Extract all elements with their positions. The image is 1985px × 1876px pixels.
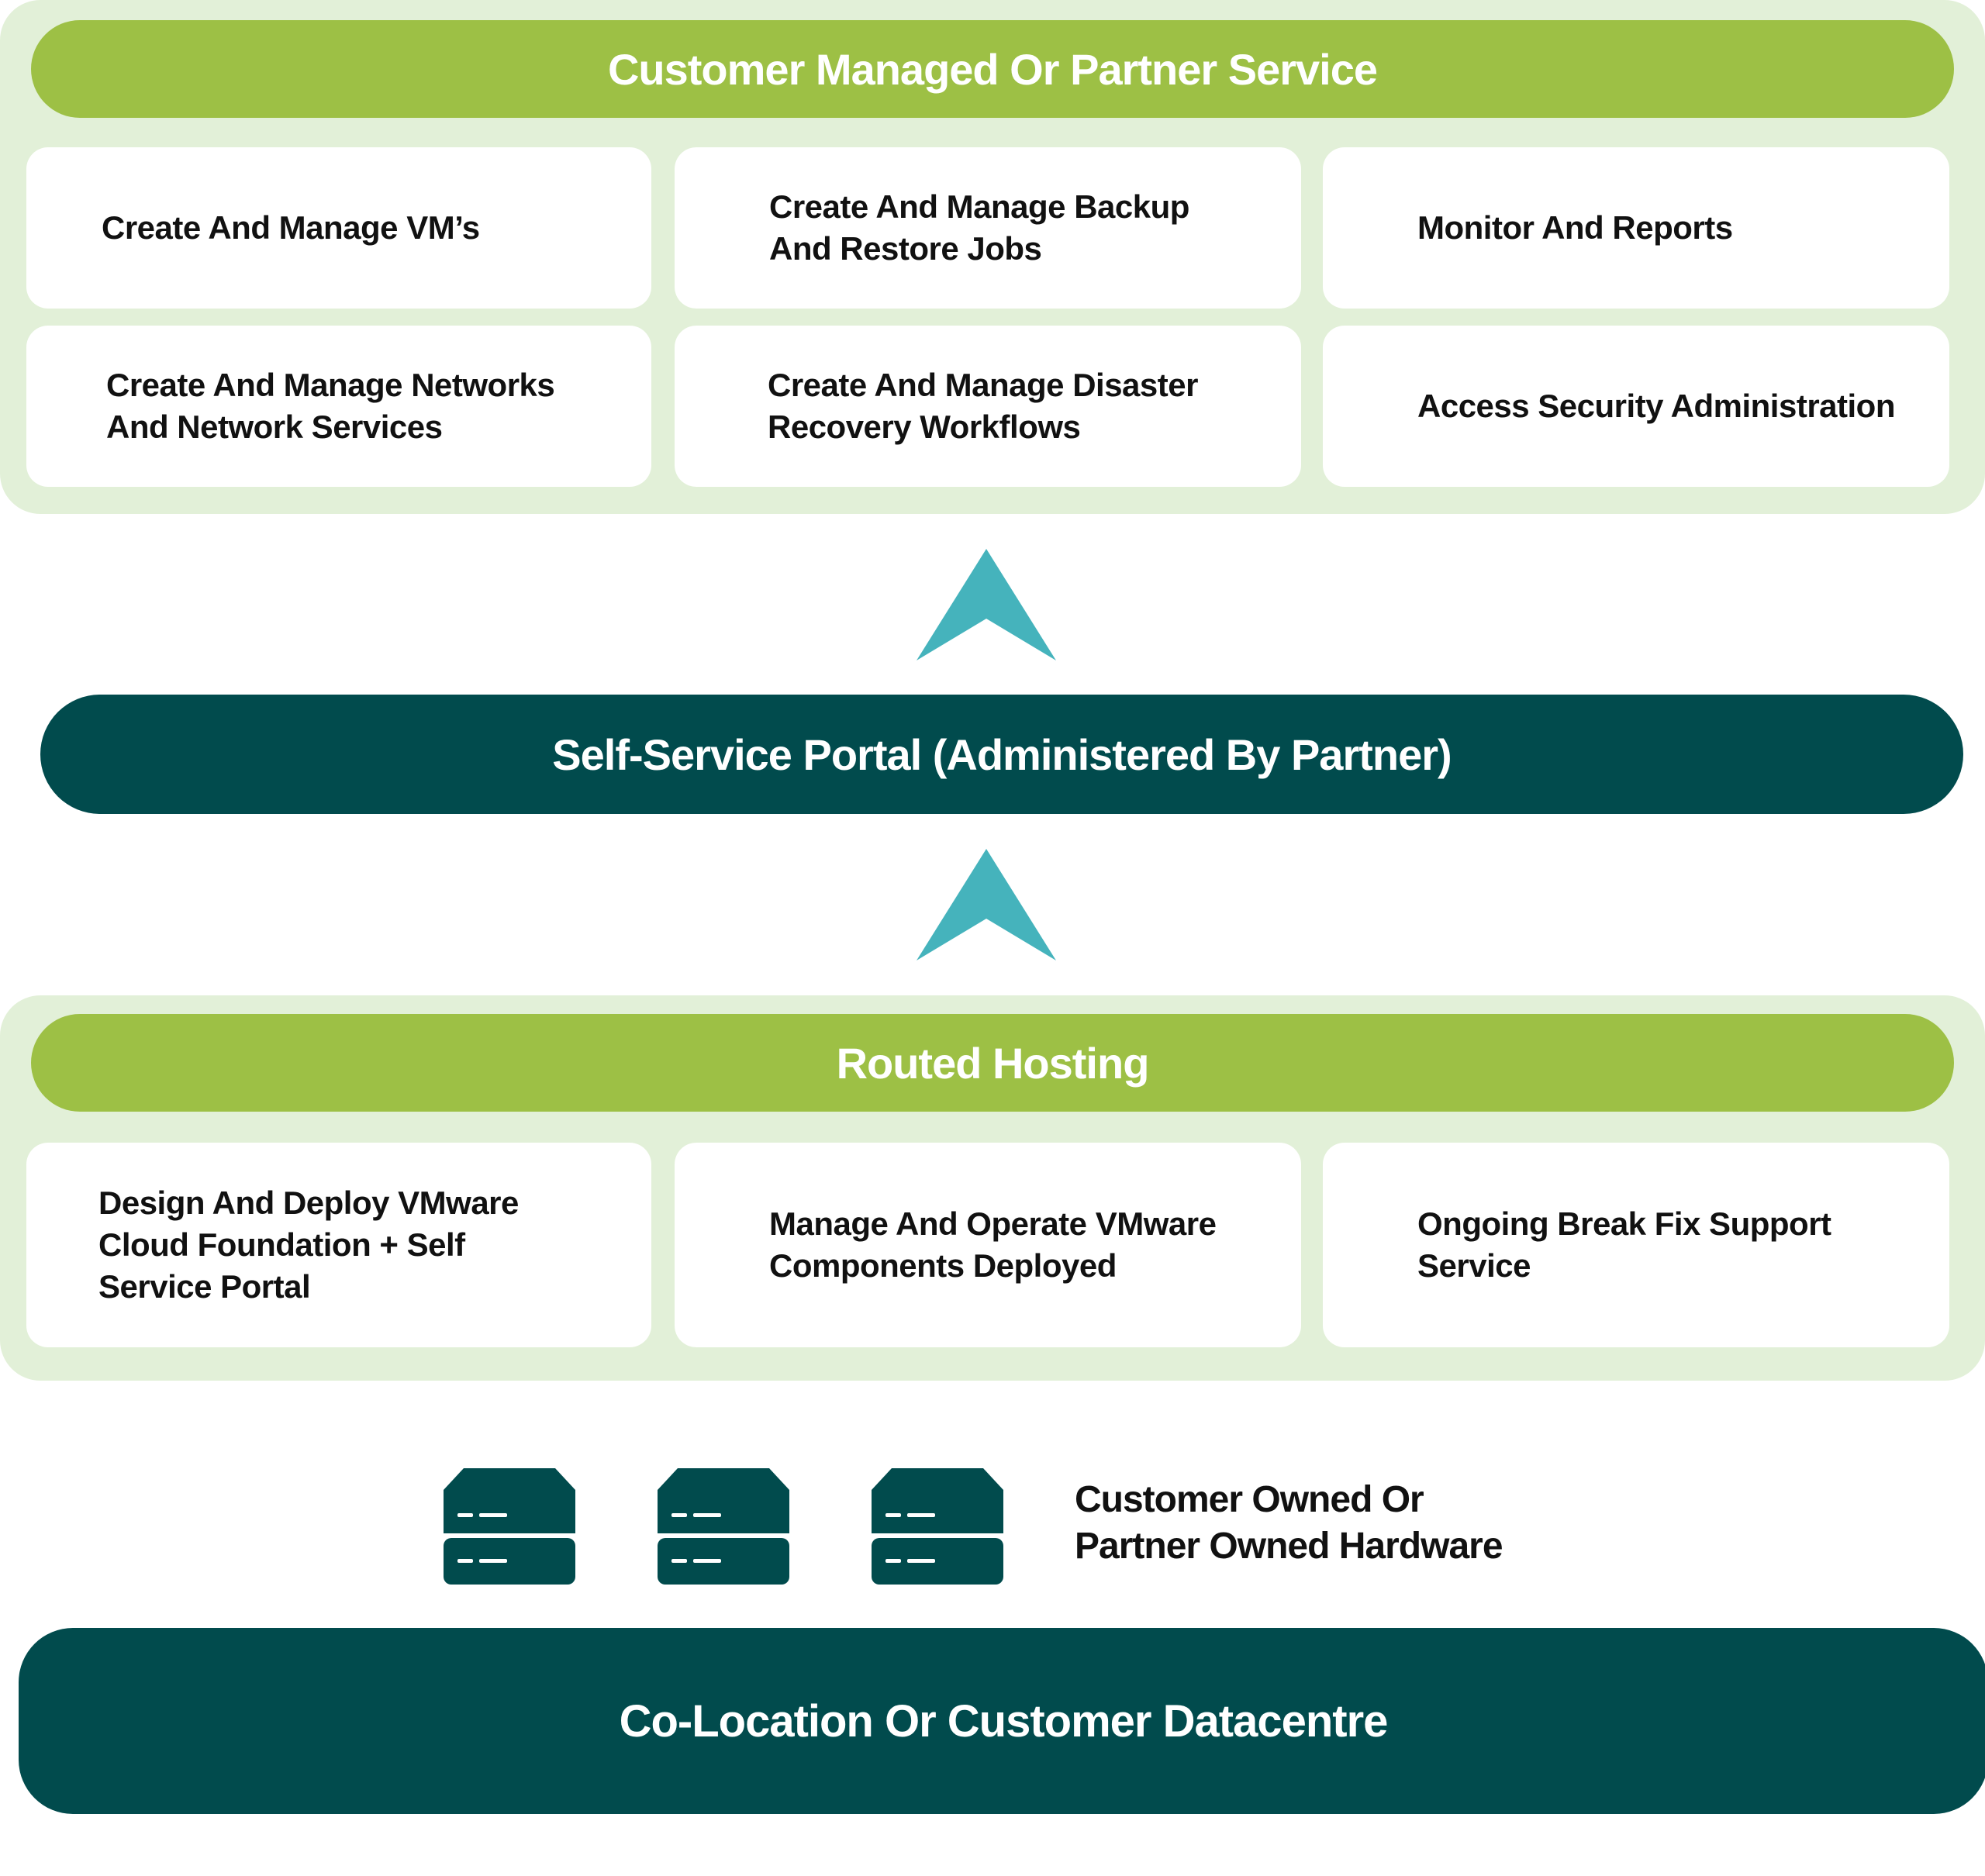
card-create-manage-vms: Create And Manage VM’s	[26, 147, 651, 309]
card-label: Create And Manage VM’s	[102, 209, 480, 246]
card-label: Create And Manage Backup And Restore Job…	[769, 188, 1189, 267]
routed-hosting-title: Routed Hosting	[31, 1014, 1954, 1112]
card-label: Create And Manage Networks And Network S…	[106, 367, 555, 445]
card-label: Create And Manage Disaster Recovery Work…	[768, 367, 1198, 445]
up-arrow-icon	[917, 849, 1056, 960]
hardware-label: Customer Owned Or Partner Owned Hardware	[1075, 1479, 1503, 1567]
card-disaster-recovery: Create And Manage Disaster Recovery Work…	[675, 326, 1301, 487]
server-icon	[444, 1468, 575, 1585]
self-service-portal: Self-Service Portal (Administered By Par…	[40, 695, 1963, 814]
customer-managed-title: Customer Managed Or Partner Service	[31, 20, 1954, 118]
card-manage-operate: Manage And Operate VMware Components Dep…	[675, 1143, 1301, 1347]
card-networks: Create And Manage Networks And Network S…	[26, 326, 651, 487]
card-break-fix: Ongoing Break Fix Support Service	[1323, 1143, 1949, 1347]
server-icon	[872, 1468, 1003, 1585]
card-label: Manage And Operate VMware Components Dep…	[769, 1205, 1217, 1284]
card-backup-restore: Create And Manage Backup And Restore Job…	[675, 147, 1301, 309]
card-label: Monitor And Reports	[1417, 209, 1733, 246]
server-icon	[658, 1468, 789, 1585]
up-arrow-icon	[917, 549, 1056, 660]
card-design-deploy: Design And Deploy VMware Cloud Foundatio…	[26, 1143, 651, 1347]
card-label: Ongoing Break Fix Support Service	[1417, 1205, 1831, 1284]
card-monitor-reports: Monitor And Reports	[1323, 147, 1949, 309]
card-label: Access Security Administration	[1417, 388, 1895, 424]
datacentre-base: Co-Location Or Customer Datacentre	[19, 1628, 1985, 1814]
card-label: Design And Deploy VMware Cloud Foundatio…	[98, 1185, 519, 1305]
card-access-security: Access Security Administration	[1323, 326, 1949, 487]
